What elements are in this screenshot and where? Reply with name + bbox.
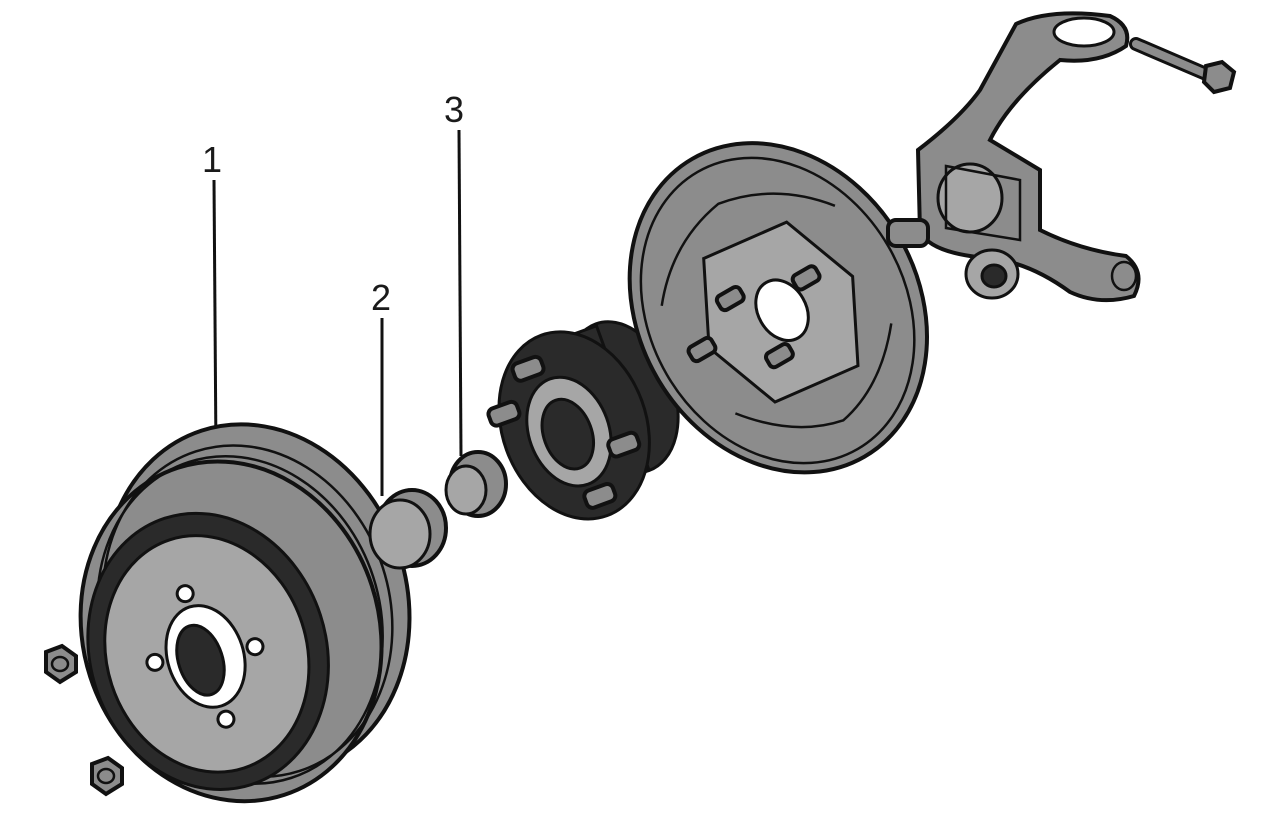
brake-backing-plate-icon bbox=[627, 141, 929, 475]
callout-2: 2 bbox=[371, 277, 391, 496]
callout-label-1: 1 bbox=[202, 139, 222, 180]
callout-label-2: 2 bbox=[371, 277, 391, 318]
callout-label-3: 3 bbox=[444, 89, 464, 130]
leader-line-1 bbox=[212, 179, 218, 456]
hub-cap-icon bbox=[368, 488, 448, 570]
brake-drum-icon bbox=[78, 422, 412, 804]
bolt-icon bbox=[1129, 37, 1237, 95]
wheel-nut-icon bbox=[44, 643, 78, 685]
wheel-hub-bearing-icon bbox=[486, 320, 680, 521]
callout-1: 1 bbox=[202, 139, 222, 456]
leader-line-3 bbox=[457, 129, 463, 457]
wheel-nut-icon bbox=[90, 755, 124, 797]
callout-3: 3 bbox=[444, 89, 464, 457]
steering-knuckle-icon bbox=[886, 11, 1141, 303]
hub-nut-icon bbox=[444, 450, 508, 518]
